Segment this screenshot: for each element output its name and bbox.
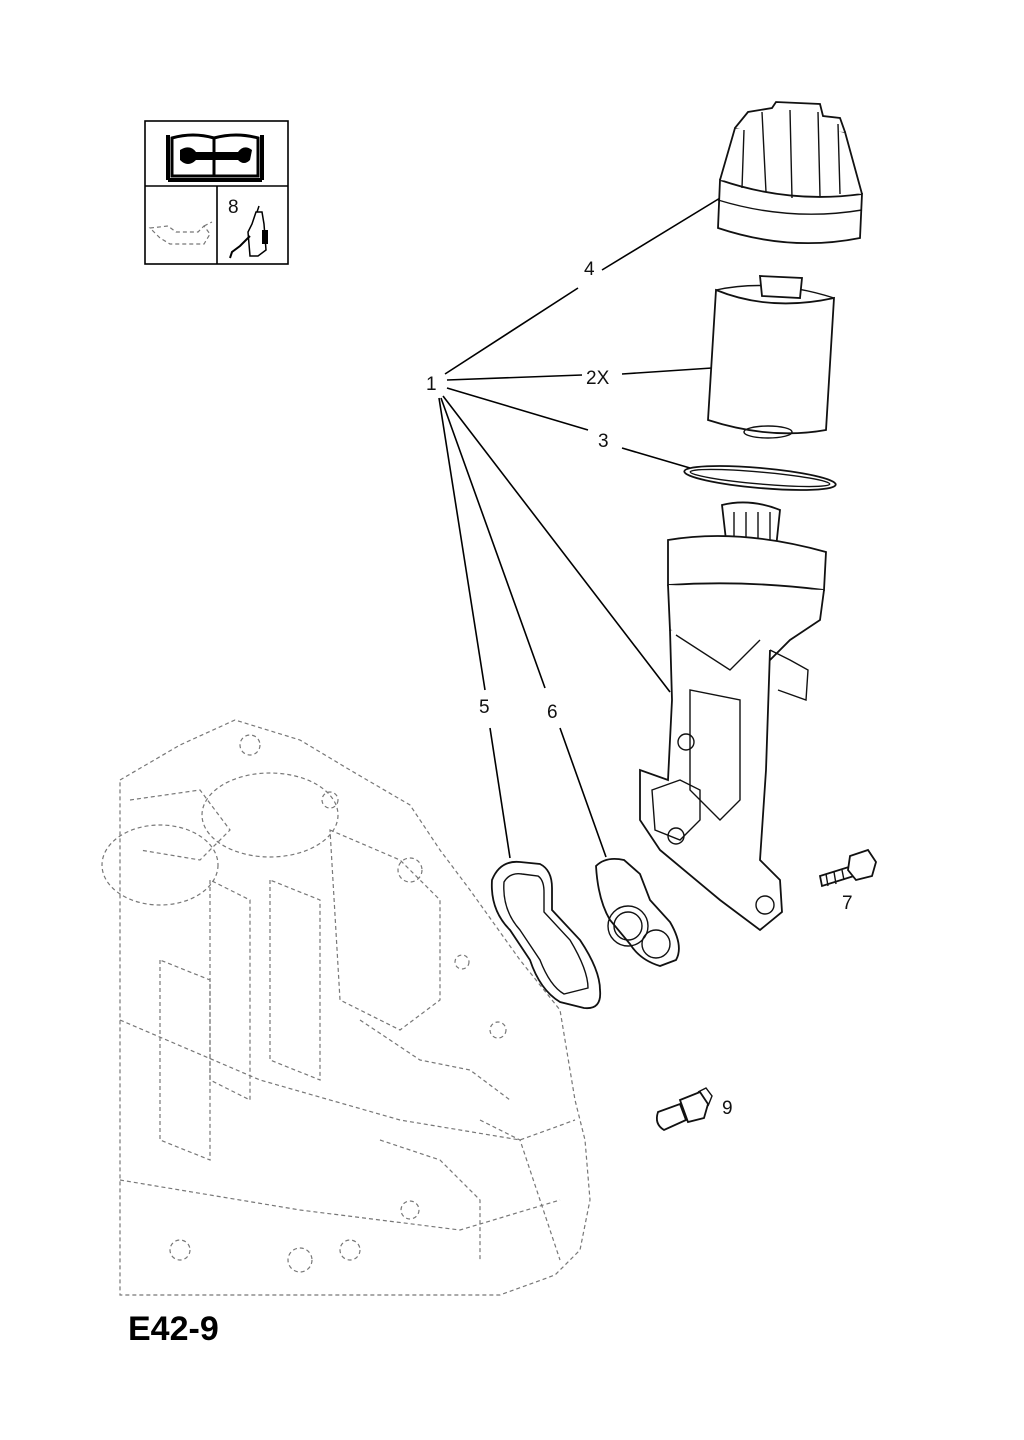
- leader-lines: [438, 194, 726, 859]
- filter-cap: [717, 101, 863, 245]
- gasket-6: [595, 857, 680, 967]
- engine-block: [101, 719, 591, 1296]
- callout-2x: 2X: [586, 368, 610, 389]
- sealing-ring: [683, 465, 837, 491]
- callout-4: 4: [584, 259, 595, 280]
- filter-housing: [639, 501, 827, 932]
- callout-6: 6: [547, 702, 558, 723]
- book-wrench-icon: [166, 133, 264, 182]
- sealant-bottle-icon: [229, 205, 268, 259]
- callout-7: 7: [842, 893, 853, 914]
- callout-3: 3: [598, 431, 609, 452]
- legend-box: 8: [144, 120, 289, 265]
- tool-qty-label: 8: [228, 197, 239, 218]
- oil-can-icon: [148, 221, 213, 245]
- callout-1: 1: [426, 374, 437, 395]
- sensor-9: [655, 1087, 713, 1132]
- bolt-7: [818, 848, 877, 888]
- callouts: 1 4 2X 3 5 6 7 9: [426, 259, 853, 1119]
- filter-element: [707, 275, 835, 439]
- callout-9: 9: [722, 1098, 733, 1119]
- diagram-code: E42-9: [128, 1310, 219, 1348]
- callout-5: 5: [479, 697, 490, 718]
- gasket-5: [490, 860, 602, 1010]
